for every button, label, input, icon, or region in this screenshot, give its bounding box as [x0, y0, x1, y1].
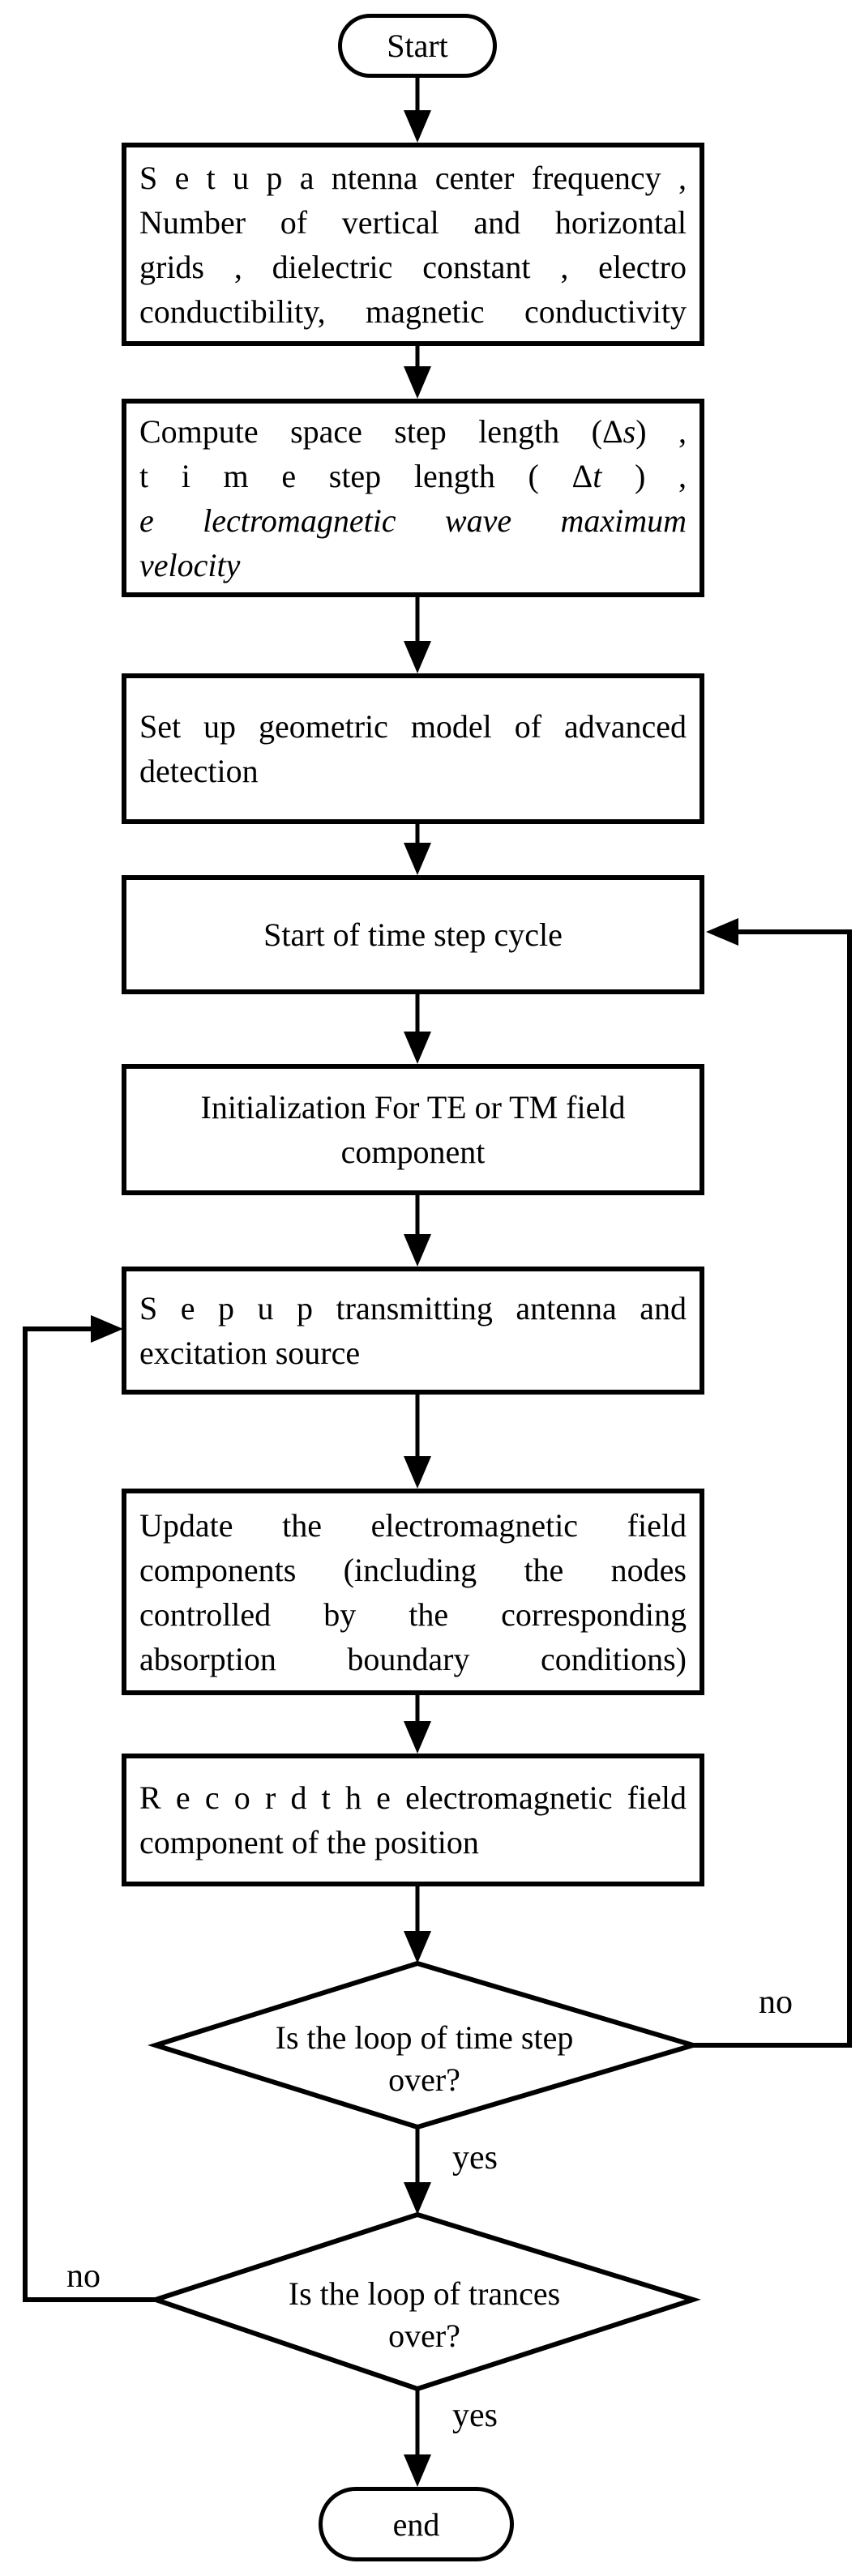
edge-label-yes-time-step: yes	[452, 2139, 498, 2177]
process-setup-parameters: S e t u p a ntenna center frequency , Nu…	[122, 143, 704, 346]
decision-trances-diamond	[148, 2211, 701, 2392]
process-initialization: Initialization For TE or TM field compon…	[122, 1064, 704, 1195]
process-line: controlled by the corresponding	[139, 1596, 687, 1633]
start-label: Start	[387, 28, 448, 64]
arrow-record-to-decision1	[404, 1886, 431, 1963]
process-update-field: Update the electromagnetic field compone…	[122, 1489, 704, 1695]
decision-line: Is the loop of trances	[288, 2275, 561, 2312]
delta-symbol: Δ	[601, 412, 623, 450]
process-line: component	[340, 1134, 486, 1170]
arrow-cycle-to-init	[404, 994, 431, 1064]
decision-line: Is the loop of time step	[275, 2019, 574, 2056]
process-line: S e t u p a ntenna center frequency ,	[139, 159, 687, 196]
arrow-start-to-setup	[404, 78, 431, 143]
end-terminal: end	[319, 2487, 514, 2561]
process-line: grids , dielectric constant , electro	[139, 248, 687, 285]
loop-time-step-no	[693, 918, 852, 2048]
process-line: components (including the nodes	[139, 1551, 687, 1588]
process-line: Number of vertical and horizontal	[139, 203, 687, 241]
process-line: excitation source	[139, 1335, 361, 1371]
decision-line: over?	[388, 2317, 460, 2354]
process-line: conductibility, magnetic conductivity	[139, 293, 687, 330]
edge-label-no-time-step: no	[759, 1984, 793, 2021]
loop-trances-no	[23, 1315, 156, 2302]
process-geometric-model: Set up geometric model of advanced detec…	[122, 673, 704, 824]
arrow-compute-to-geometric	[404, 597, 431, 673]
process-line: S e p u p transmitting antenna and	[139, 1290, 687, 1326]
process-line: component of the position	[139, 1824, 479, 1860]
process-transmitting-antenna: S e p u p transmitting antenna and excit…	[122, 1267, 704, 1395]
delta-symbol: Δ	[571, 457, 593, 494]
process-line: velocity	[139, 546, 241, 583]
decision-trances-text: Is the loop of trances over?	[162, 2223, 687, 2394]
process-compute-step-lengths: Compute space step length (Δs) , t i m e…	[122, 399, 704, 597]
start-terminal: Start	[338, 14, 497, 78]
decision-line: over?	[388, 2061, 460, 2098]
process-line: Start of time step cycle	[263, 916, 563, 953]
edge-label-no-trances: no	[66, 2258, 101, 2295]
arrow-geometric-to-cycle	[404, 824, 431, 875]
process-line: detection	[139, 753, 259, 789]
math-var: s	[623, 412, 636, 450]
decision-time-step-text: Is the loop of time step over?	[162, 1972, 687, 2135]
process-time-step-cycle: Start of time step cycle	[122, 875, 704, 994]
arrow-setup-to-compute	[404, 346, 431, 399]
arrow-init-to-antenna	[404, 1195, 431, 1267]
process-line: Compute space step length (Δs) ,	[139, 412, 687, 450]
arrow-antenna-to-update	[404, 1395, 431, 1489]
process-line: Set up geometric model of advanced	[139, 708, 687, 745]
arrow-decision1-yes	[404, 2127, 431, 2215]
process-line: Initialization For TE or TM field	[200, 1089, 626, 1126]
process-line: t i m e step length ( Δt ) ,	[139, 457, 687, 494]
arrow-decision2-yes	[404, 2389, 431, 2487]
process-line: e lectromagnetic wave maximum	[139, 502, 687, 539]
arrow-update-to-record	[404, 1695, 431, 1754]
edge-label-yes-trances: yes	[452, 2397, 498, 2434]
decision-time-step-diamond	[147, 1960, 702, 2130]
end-label: end	[392, 2506, 440, 2543]
process-line: absorption boundary conditions)	[139, 1640, 687, 1677]
math-var: t	[593, 457, 602, 494]
process-line: R e c o r d t h e electromagnetic field	[139, 1779, 687, 1816]
process-line: Update the electromagnetic field	[139, 1506, 687, 1544]
process-record-field: R e c o r d t h e electromagnetic field …	[122, 1754, 704, 1886]
